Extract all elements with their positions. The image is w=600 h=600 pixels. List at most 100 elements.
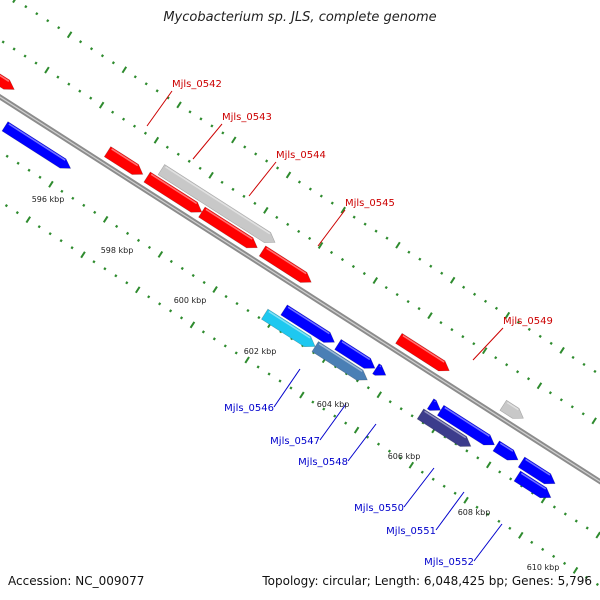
tick-mark bbox=[23, 54, 27, 58]
tick-mark bbox=[398, 456, 402, 460]
tick-mark bbox=[581, 412, 585, 416]
gene-arrow-mjls-0545 bbox=[258, 245, 312, 283]
tick-mark bbox=[191, 273, 195, 278]
tick-mark bbox=[220, 180, 224, 184]
gene-arrow-mjls-0550-small bbox=[426, 398, 442, 411]
tick-mark bbox=[12, 0, 16, 4]
tick-mark bbox=[574, 519, 578, 523]
tick-mark bbox=[333, 414, 337, 418]
tick-mark bbox=[121, 66, 128, 74]
tick-mark bbox=[27, 168, 31, 172]
tick-mark bbox=[388, 400, 392, 404]
tick-mark bbox=[395, 292, 399, 297]
tick-mark bbox=[187, 159, 191, 163]
tick-mark bbox=[387, 449, 392, 453]
tick-mark bbox=[67, 82, 71, 86]
leader-line-reverse bbox=[403, 467, 435, 508]
tick-mark bbox=[527, 327, 531, 331]
tick-mark bbox=[275, 166, 280, 170]
tick-mark bbox=[572, 566, 579, 574]
scale-label: 604 kbp bbox=[317, 400, 350, 409]
gene-arrow-mjls-0552 bbox=[513, 470, 552, 499]
tick-mark bbox=[548, 391, 552, 395]
tick-mark bbox=[571, 355, 575, 360]
tick-mark bbox=[70, 246, 74, 250]
tick-mark bbox=[257, 315, 261, 320]
gene-arrow-mjls-0548 bbox=[311, 341, 368, 381]
tick-mark bbox=[285, 171, 292, 179]
tick-mark bbox=[223, 344, 227, 348]
tick-mark bbox=[530, 540, 534, 544]
gene-arrow-cyan-shine bbox=[268, 310, 311, 339]
tick-mark bbox=[224, 294, 228, 299]
tick-mark bbox=[78, 89, 82, 93]
gene-label-mjls-0548: Mjls_0548 bbox=[298, 457, 348, 468]
tick-mark bbox=[408, 461, 415, 469]
genome-backbone bbox=[0, 94, 600, 485]
tick-mark bbox=[212, 337, 216, 341]
backbone-highlight bbox=[0, 96, 600, 483]
tick-mark bbox=[221, 131, 225, 135]
tick-mark bbox=[103, 267, 107, 271]
tick-mark bbox=[344, 421, 348, 425]
tick-mark bbox=[595, 582, 599, 587]
gene-label-mjls-0544: Mjls_0544 bbox=[276, 150, 326, 161]
tick-mark bbox=[399, 407, 403, 411]
tick-mark bbox=[462, 285, 466, 289]
tick-mark bbox=[322, 407, 326, 411]
gene-label-mjls-0542: Mjls_0542 bbox=[172, 79, 222, 90]
tick-mark bbox=[71, 196, 75, 200]
tick-mark bbox=[374, 229, 378, 233]
tick-mark bbox=[463, 496, 469, 504]
leader-line-reverse bbox=[473, 523, 503, 562]
tick-mark bbox=[476, 456, 480, 460]
tick-mark bbox=[136, 238, 141, 243]
tick-mark bbox=[353, 426, 360, 434]
tick-mark bbox=[570, 405, 574, 409]
tick-mark bbox=[516, 320, 520, 324]
tick-mark bbox=[275, 215, 279, 220]
tick-mark bbox=[147, 295, 151, 299]
tick-mark bbox=[59, 239, 63, 243]
tick-mark bbox=[461, 335, 465, 339]
tick-mark bbox=[384, 285, 388, 290]
gene-label-mjls-0545: Mjls_0545 bbox=[345, 198, 395, 209]
tick-mark bbox=[176, 152, 180, 156]
gene-arrow-right-2-shine bbox=[525, 458, 551, 476]
tick-mark bbox=[254, 152, 258, 156]
tick-mark bbox=[417, 306, 421, 311]
gene-arrow-forward-shine bbox=[0, 74, 10, 82]
gene-label-mjls-0543: Mjls_0543 bbox=[222, 112, 272, 123]
tick-mark bbox=[340, 257, 345, 262]
tick-mark bbox=[165, 145, 169, 149]
tick-mark bbox=[244, 356, 250, 364]
tick-mark bbox=[365, 435, 370, 439]
tick-mark bbox=[385, 236, 389, 240]
tick-mark bbox=[366, 386, 370, 390]
topology-text: Topology: circular; Length: 6,048,425 bp… bbox=[262, 574, 592, 588]
tick-mark bbox=[37, 225, 41, 229]
gene-label-mjls-0550: Mjls_0550 bbox=[354, 503, 404, 514]
gene-arrow-mjls-0545-shine bbox=[266, 247, 307, 275]
tick-mark bbox=[234, 351, 238, 355]
tick-mark bbox=[198, 166, 202, 170]
tick-mark bbox=[538, 334, 542, 338]
tick-mark bbox=[330, 201, 334, 205]
tick-mark bbox=[563, 512, 567, 516]
gene-arrow-mjls-0550 bbox=[436, 404, 495, 446]
tick-mark bbox=[202, 280, 206, 285]
gene-arrow-gray-end-shine bbox=[506, 401, 519, 411]
accession-text: Accession: NC_009077 bbox=[8, 574, 145, 588]
map-title: Mycobacterium sp. JLS, complete genome bbox=[163, 10, 437, 25]
tick-mark bbox=[559, 398, 563, 402]
tick-mark bbox=[486, 512, 490, 516]
gene-arrow-small-shine bbox=[379, 365, 382, 368]
tick-mark bbox=[472, 342, 476, 346]
tick-mark bbox=[78, 40, 83, 44]
tick-mark bbox=[595, 531, 600, 539]
tick-mark bbox=[25, 216, 32, 224]
tick-mark bbox=[89, 47, 94, 51]
gene-arrow-small bbox=[372, 363, 387, 376]
